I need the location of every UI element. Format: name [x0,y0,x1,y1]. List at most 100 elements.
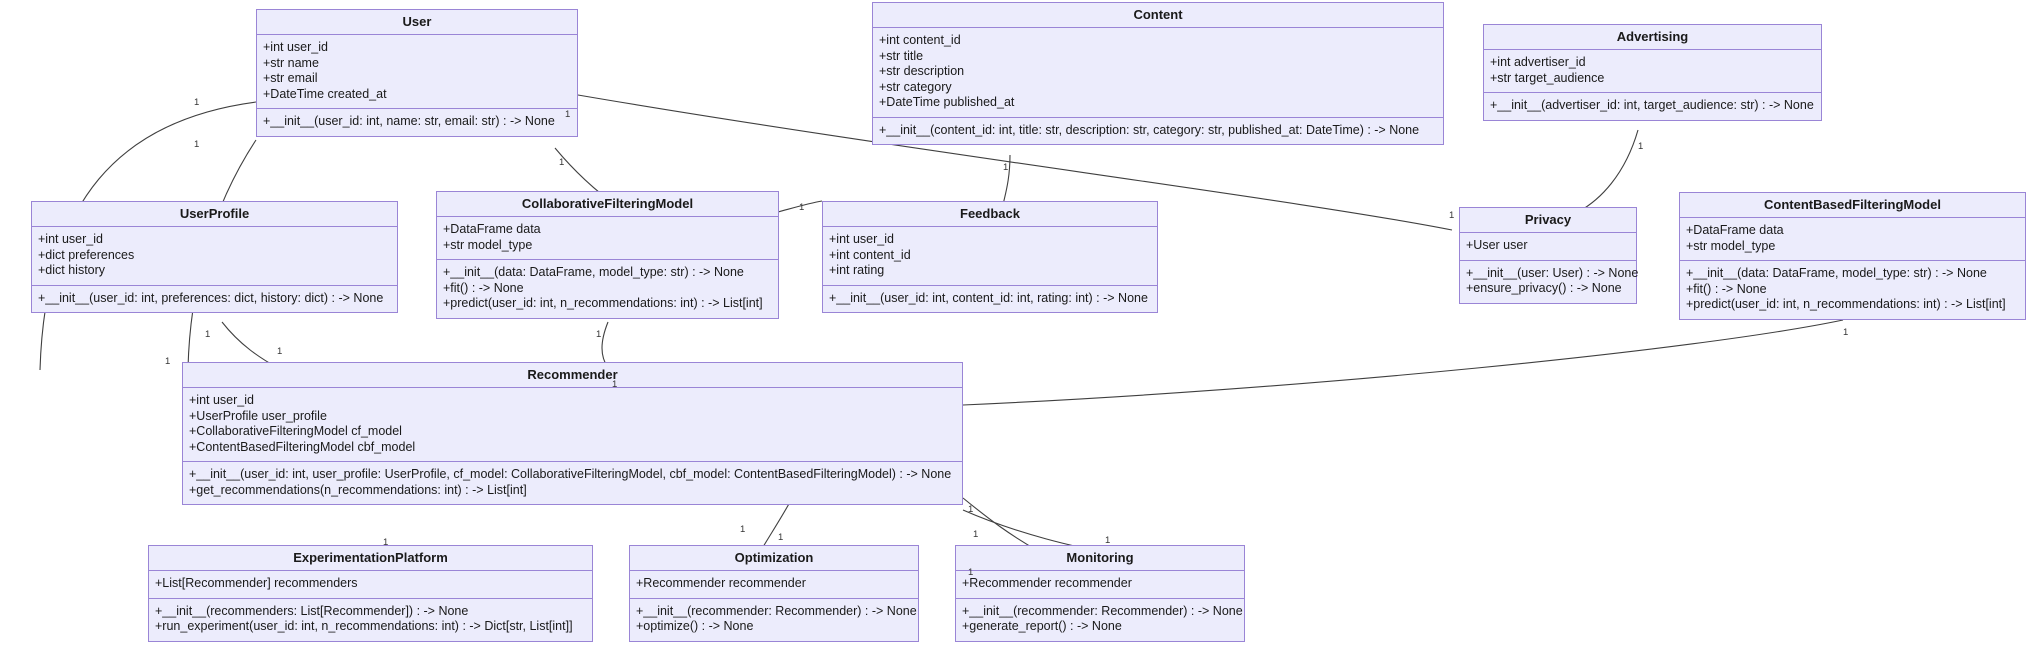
uml-class-optimization[interactable]: Optimization +Recommender recommender +_… [629,545,919,642]
attribute: +DataFrame data [1686,223,1784,237]
method: +__init__(recommender: Recommender) : ->… [636,603,917,618]
method: +__init__(user: User) : -> None [1466,265,1639,280]
attribute: +dict preferences [38,247,135,262]
attribute: +str model_type [1686,238,1776,253]
class-title: CollaborativeFilteringModel [437,192,778,217]
class-attributes: +int user_id +str name +str email +DateT… [257,35,577,109]
attribute: +int user_id [829,232,894,246]
multiplicity-label: 1 [596,329,602,340]
attribute: +User user [1466,238,1528,252]
attribute: +int user_id [38,232,103,246]
uml-class-experimentationplatform[interactable]: ExperimentationPlatform +List[Recommende… [148,545,593,642]
attribute: +int user_id [189,393,254,407]
method: +__init__(user_id: int, content_id: int,… [829,290,1148,305]
attribute: +str title [879,48,924,63]
attribute: +str target_audience [1490,70,1605,85]
method: +optimize() : -> None [636,619,754,633]
class-methods: +__init__(recommender: Recommender) : ->… [956,599,1244,641]
method: +predict(user_id: int, n_recommendations… [443,296,763,310]
class-title: Advertising [1484,25,1821,50]
attribute: +str name [263,55,319,70]
attribute: +Recommender recommender [636,576,806,590]
multiplicity-label: 1 [277,346,283,357]
attribute: +DateTime created_at [263,86,387,101]
edge-recommender-cbfmodel [962,319,1844,406]
class-title: Content [873,3,1443,28]
multiplicity-label: 1 [612,379,618,390]
uml-class-privacy[interactable]: Privacy +User user +__init__(user: User)… [1459,207,1639,304]
uml-class-contentbasedfilteringmodel[interactable]: ContentBasedFilteringModel +DataFrame da… [1679,192,2026,320]
class-methods: +__init__(user_id: int, content_id: int,… [823,286,1157,313]
method: +__init__(recommenders: List[Recommender… [155,603,469,618]
multiplicity-label: 1 [383,537,389,548]
class-methods: +__init__(data: DataFrame, model_type: s… [1680,261,2025,319]
attribute: +UserProfile user_profile [189,408,327,423]
method: +__init__(advertiser_id: int, target_aud… [1490,98,1814,112]
attribute: +int advertiser_id [1490,55,1586,69]
multiplicity-label: 1 [968,567,974,578]
class-attributes: +int user_id +int content_id +int rating [823,227,1157,286]
method: +__init__(user_id: int, preferences: dic… [38,290,384,305]
multiplicity-label: 1 [973,529,979,540]
method: +__init__(content_id: int, title: str, d… [879,122,1420,137]
class-title: UserProfile [32,202,397,227]
edge-recommender-optimization [962,497,1041,553]
class-methods: +__init__(content_id: int, title: str, d… [873,118,1443,145]
class-methods: +__init__(recommender: Recommender) : ->… [630,599,918,641]
attribute: +int content_id [829,247,911,262]
class-title: Optimization [630,546,918,571]
attribute: +DataFrame data [443,222,541,236]
class-title: Monitoring [956,546,1244,571]
multiplicity-label: 1 [799,202,805,213]
multiplicity-label: 1 [565,109,571,120]
class-attributes: +DataFrame data +str model_type [437,217,778,260]
multiplicity-label: 1 [1449,210,1455,221]
multiplicity-label: 1 [194,97,200,108]
class-attributes: +int content_id +str title +str descript… [873,28,1443,118]
edge-advertising-privacy [1577,129,1639,213]
class-methods: +__init__(data: DataFrame, model_type: s… [437,260,778,318]
class-title: Feedback [823,202,1157,227]
uml-class-monitoring[interactable]: Monitoring +Recommender recommender +__i… [955,545,1245,642]
uml-class-advertising[interactable]: Advertising +int advertiser_id +str targ… [1483,24,1822,121]
method: +__init__(user_id: int, name: str, email… [263,114,555,128]
multiplicity-label: 1 [194,139,200,150]
class-attributes: +User user [1460,233,1636,261]
multiplicity-label: 1 [778,532,784,543]
method: +__init__(recommender: Recommender) : ->… [962,603,1243,618]
class-attributes: +int advertiser_id +str target_audience [1484,50,1821,93]
attribute: +str model_type [443,237,533,252]
class-methods: +__init__(user_id: int, name: str, email… [257,109,577,136]
attribute: +str description [879,64,965,78]
attribute: +DateTime published_at [879,95,1015,109]
uml-class-userprofile[interactable]: UserProfile +int user_id +dict preferenc… [31,201,398,313]
class-attributes: +List[Recommender] recommenders [149,571,592,599]
multiplicity-label: 1 [205,329,211,340]
attribute: +List[Recommender] recommenders [155,576,358,590]
method: +fit() : -> None [443,280,524,295]
class-methods: +__init__(user_id: int, user_profile: Us… [183,462,962,504]
method: +__init__(user_id: int, user_profile: Us… [189,467,952,481]
class-methods: +__init__(recommenders: List[Recommender… [149,599,592,641]
method: +run_experiment(user_id: int, n_recommen… [155,619,573,633]
uml-class-collaborativefilteringmodel[interactable]: CollaborativeFilteringModel +DataFrame d… [436,191,779,319]
attribute: +int user_id [263,40,328,54]
multiplicity-label: 1 [968,504,974,515]
attribute: +str category [879,79,952,94]
method: +get_recommendations(n_recommendations: … [189,482,527,497]
method: +ensure_privacy() : -> None [1466,281,1622,295]
class-title: ContentBasedFilteringModel [1680,193,2025,218]
uml-class-feedback[interactable]: Feedback +int user_id +int content_id +i… [822,201,1158,313]
class-title: ExperimentationPlatform [149,546,592,571]
multiplicity-label: 1 [1638,141,1644,152]
multiplicity-label: 1 [1105,535,1111,546]
method: +generate_report() : -> None [962,619,1122,633]
uml-class-user[interactable]: User +int user_id +str name +str email +… [256,9,578,137]
uml-class-recommender[interactable]: Recommender +int user_id +UserProfile us… [182,362,963,505]
uml-class-content[interactable]: Content +int content_id +str title +str … [872,2,1444,145]
attribute: +dict history [38,263,106,277]
multiplicity-label: 1 [740,524,746,535]
attribute: +ContentBasedFilteringModel cbf_model [189,439,416,454]
method: +__init__(data: DataFrame, model_type: s… [1686,266,1987,280]
